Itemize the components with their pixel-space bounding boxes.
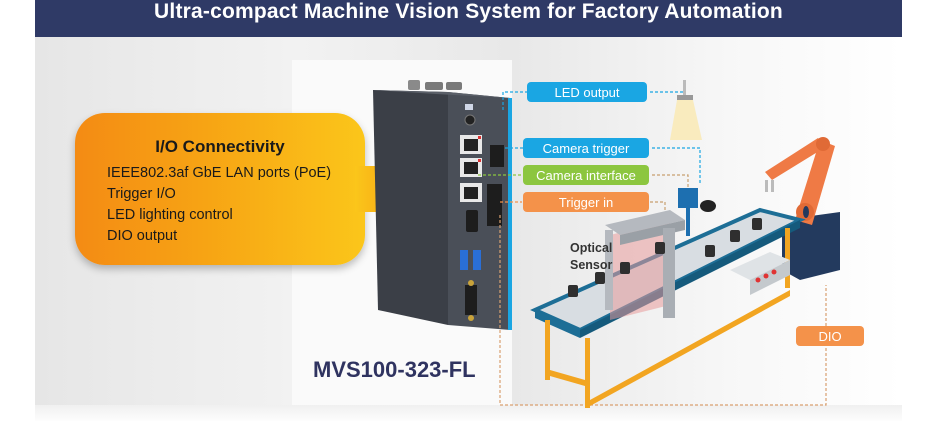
usb-port-icon — [473, 250, 481, 270]
io-item-dio-output: DIO output — [107, 228, 178, 244]
page-title: Ultra-compact Machine Vision System for … — [154, 0, 783, 23]
led-output-label: LED output — [527, 82, 647, 102]
product-name: MVS100-323-FL — [313, 357, 476, 382]
optical-sensor-label-line2: Sensor — [570, 258, 613, 272]
factory-scene-illustration — [530, 80, 840, 408]
optical-sensor-icon — [605, 210, 685, 320]
hdmi-port-icon — [466, 210, 478, 232]
trigger-terminal-icon — [490, 145, 504, 167]
io-item-trigger-io: Trigger I/O — [107, 186, 176, 202]
control-panel-icon — [730, 252, 790, 295]
camera-interface-label: Camera interface — [523, 165, 649, 185]
header-banner: Ultra-compact Machine Vision System for … — [35, 0, 902, 37]
io-connectivity-title: I/O Connectivity — [155, 137, 285, 156]
usb-port-icon — [460, 250, 468, 270]
optical-sensor-label-line1: Optical — [570, 241, 613, 255]
panel-bottom-shade — [35, 405, 902, 421]
dio-terminal-icon — [487, 184, 502, 226]
antenna-connector-icon — [446, 82, 462, 90]
power-connector-icon — [465, 285, 477, 315]
workpiece-icons — [568, 218, 762, 297]
camera-icon — [678, 188, 716, 236]
robot-arm-icon — [765, 137, 840, 280]
antenna-connector-icon — [425, 82, 443, 90]
mvs100-device-illustration — [373, 80, 512, 330]
optical-sensor-label: Optical Sensor — [570, 240, 612, 274]
dio-label: DIO — [796, 326, 864, 346]
trigger-in-label: Trigger in — [523, 192, 649, 212]
power-button-icon — [464, 114, 476, 126]
io-connectivity-callout: I/O Connectivity IEEE802.3af GbE LAN por… — [75, 113, 365, 265]
io-connectivity-list: IEEE802.3af GbE LAN ports (PoE) Trigger … — [107, 163, 331, 247]
antenna-connector-icon — [408, 80, 420, 90]
io-item-led-control: LED lighting control — [107, 207, 233, 223]
io-item-lan-poe: IEEE802.3af GbE LAN ports (PoE) — [107, 165, 332, 181]
camera-trigger-label: Camera trigger — [523, 138, 649, 158]
led-lamp-icon — [670, 80, 702, 140]
